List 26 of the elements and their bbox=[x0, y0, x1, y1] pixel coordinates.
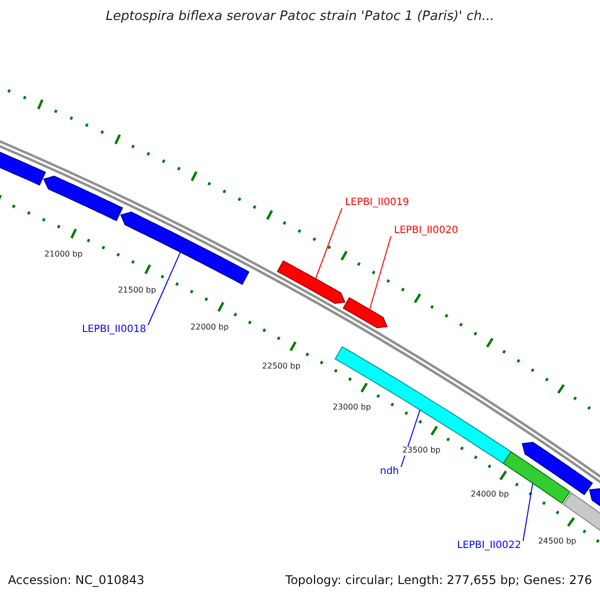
gene-label: LEPBI_II0019 bbox=[345, 197, 410, 208]
leader-line bbox=[522, 482, 534, 542]
gene-feature bbox=[43, 176, 124, 222]
position-label: 21500 bp bbox=[116, 286, 158, 296]
gene-feature bbox=[276, 260, 346, 304]
position-label: 22500 bp bbox=[261, 362, 302, 372]
gene-feature bbox=[334, 346, 512, 464]
position-label: 24000 bp bbox=[470, 490, 510, 500]
title: Leptospira biflexa serovar Patoc strain 'Patoc 1 (Paris)' ch... bbox=[106, 10, 494, 24]
position-label: 24500 bp bbox=[537, 537, 578, 546]
gene-label: ndh bbox=[380, 466, 400, 477]
leader-line bbox=[369, 236, 392, 310]
info-text: Accession: NC_010843 bbox=[8, 574, 144, 588]
gene-feature bbox=[120, 212, 250, 285]
info-text: Topology: circular; Length: 277,655 bp; Genes: 276 bbox=[285, 574, 592, 588]
gene-label: LEPBI_II0020 bbox=[394, 225, 458, 236]
position-label: 23000 bp bbox=[332, 404, 372, 413]
gene-feature bbox=[522, 442, 593, 496]
position-label: 22000 bp bbox=[190, 324, 230, 332]
gene-label: LEPBI_II0022 bbox=[457, 540, 522, 551]
leader-line bbox=[148, 252, 181, 326]
position-label: 21000 bp bbox=[43, 250, 84, 260]
gene-feature bbox=[342, 297, 388, 328]
position-label: 23500 bp bbox=[401, 446, 442, 456]
leader-line bbox=[315, 208, 342, 280]
gene-label: LEPBI_II0018 bbox=[82, 324, 146, 335]
